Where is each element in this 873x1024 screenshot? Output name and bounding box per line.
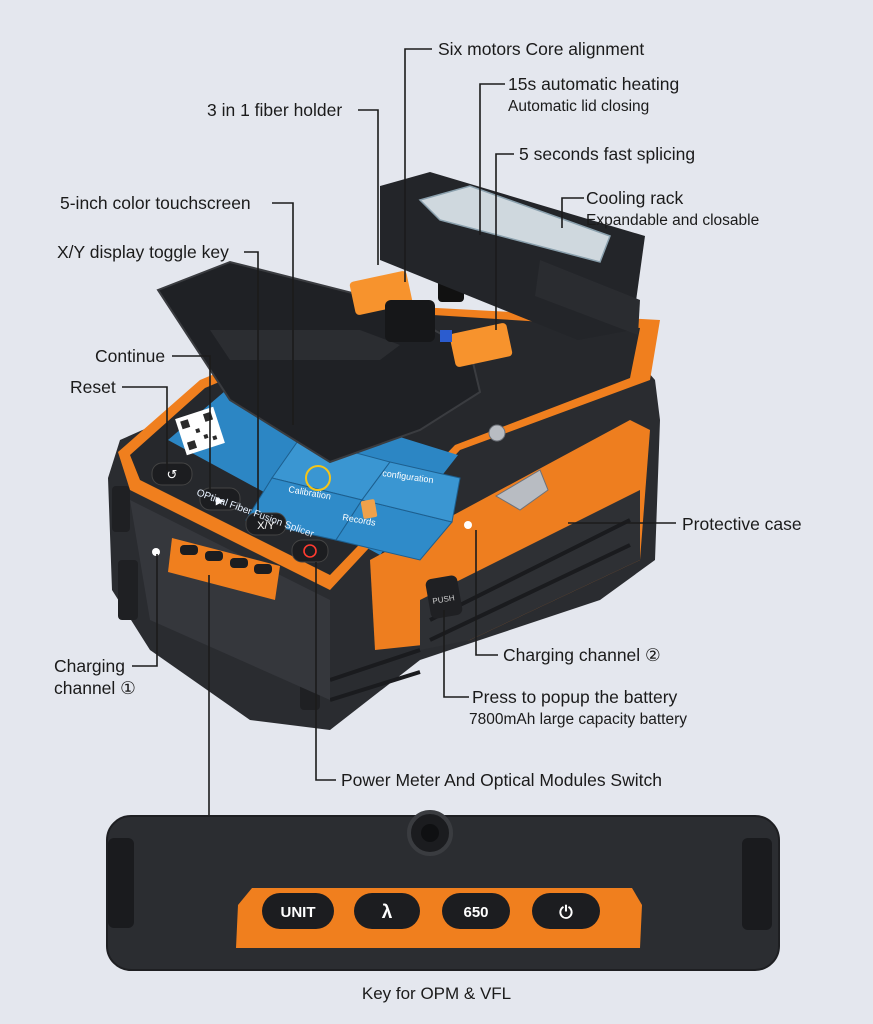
charging-port-2-led <box>464 521 472 529</box>
callout-continue: Continue <box>95 346 165 366</box>
callout-cooling-rack-subtext: Expandable and closable <box>586 212 760 230</box>
callout-battery: Press to popup the battery 7800mAh large… <box>469 687 687 729</box>
callout-heating-subtext: Automatic lid closing <box>508 98 650 116</box>
battery-push-button <box>425 575 463 619</box>
callout-fast-splicing-text: 5 seconds fast splicing <box>519 144 696 164</box>
charging-port-1-led <box>152 548 160 556</box>
callout-battery-capacity-text: 7800mAh large capacity battery <box>469 711 687 729</box>
callout-touchscreen-text: 5-inch color touchscreen <box>60 193 251 213</box>
opm-key-panel: UNIT λ 650 ⏻ <box>106 810 780 971</box>
callout-charging-channel-2-text: Charging channel ② <box>503 645 661 665</box>
touchscreen <box>168 385 461 561</box>
cooling-rack <box>535 260 640 335</box>
callout-six-motors-text: Six motors Core alignment <box>438 39 645 59</box>
vfl-650-key <box>442 893 510 929</box>
callout-power-meter-switch: Power Meter And Optical Modules Switch <box>341 770 662 790</box>
callout-touchscreen: 5-inch color touchscreen <box>60 193 251 213</box>
front-keys: ↺ ▶ <box>151 462 329 563</box>
callout-cooling-rack: Cooling rack Expandable and closable <box>586 188 759 230</box>
reset-icon: ↺ <box>167 467 178 482</box>
callout-reset: Reset <box>70 377 116 397</box>
lambda-key <box>354 893 420 929</box>
xy-key-label: X/Y <box>257 520 275 532</box>
push-button-label: PUSH <box>432 593 456 606</box>
power-icon: ⏻ <box>559 903 573 922</box>
callout-power-meter-switch-text: Power Meter And Optical Modules Switch <box>341 770 662 790</box>
callout-fiber-holder-text: 3 in 1 fiber holder <box>207 100 343 120</box>
callout-fiber-holder: 3 in 1 fiber holder <box>207 100 342 120</box>
fiber-holder-right <box>449 323 513 367</box>
callout-cooling-rack-text: Cooling rack <box>586 188 684 208</box>
callout-charging-channel-2: Charging channel ② <box>503 645 661 665</box>
heater-lid-clear <box>418 185 611 263</box>
callout-battery-popup-text: Press to popup the battery <box>472 687 678 707</box>
latch-clasp <box>495 469 549 511</box>
callout-heating: 15s automatic heating Automatic lid clos… <box>508 74 679 116</box>
power-icon <box>303 544 317 558</box>
callout-protective-case-text: Protective case <box>682 514 802 534</box>
callout-fast-splicing: 5 seconds fast splicing <box>519 144 695 164</box>
play-icon: ▶ <box>216 495 225 507</box>
callout-xy-toggle-text: X/Y display toggle key <box>57 242 229 262</box>
unit-key-label: UNIT <box>281 904 316 921</box>
callout-charging-channel-1-line1: Charging <box>54 656 126 676</box>
power-key <box>291 539 329 563</box>
callout-charging-channel-1: Charging channel ① <box>54 656 136 698</box>
callout-six-motors: Six motors Core alignment <box>438 39 644 59</box>
lambda-key-label: λ <box>382 902 393 923</box>
electrode-block <box>385 300 435 342</box>
fusion-splicer-device: ↺ ▶ <box>108 172 660 730</box>
callout-charging-channel-1-line2: channel ① <box>54 678 136 699</box>
continue-key <box>199 487 241 511</box>
opm-power-key <box>532 893 600 929</box>
reset-key <box>151 462 193 486</box>
leader-lines <box>122 48 676 820</box>
xy-toggle-key <box>245 512 287 536</box>
callout-xy-toggle: X/Y display toggle key <box>57 242 229 262</box>
callout-heating-text: 15s automatic heating <box>508 74 680 94</box>
vfl-650-key-label: 650 <box>463 904 488 921</box>
unit-key <box>262 893 334 929</box>
callout-protective-case: Protective case <box>682 514 802 534</box>
callout-reset-text: Reset <box>70 377 116 397</box>
opm-panel-caption: Key for OPM & VFL <box>361 984 512 1003</box>
callout-continue-text: Continue <box>95 346 166 366</box>
